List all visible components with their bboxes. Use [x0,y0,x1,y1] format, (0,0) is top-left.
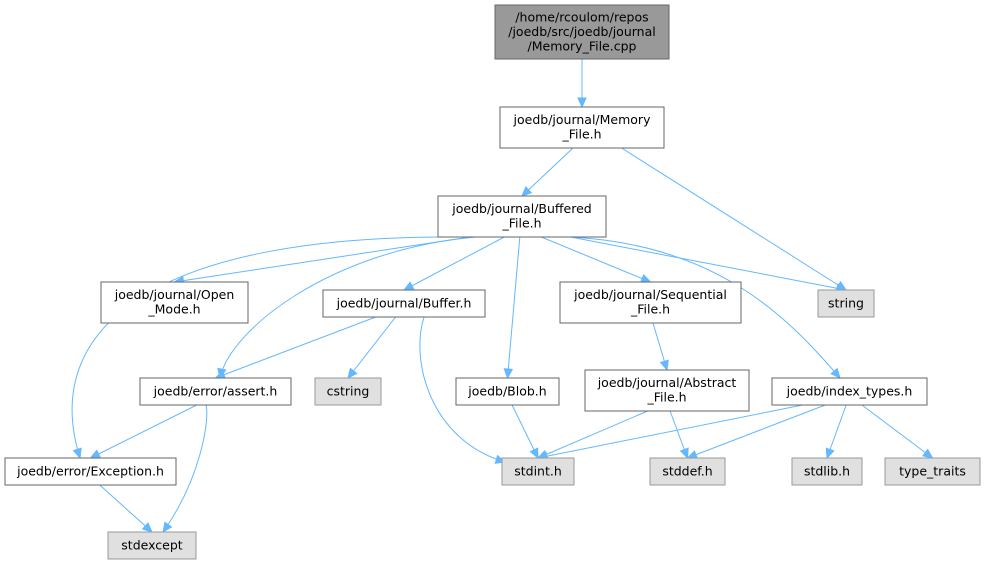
node-cstring: cstring [314,377,382,406]
node-stdlib-h-label-line: stdlib.h [804,463,850,478]
node-open-mode-h[interactable]: joedb/journal/Open_Mode.h [100,281,249,324]
node-abstract-file-h-label-line: _File.h [646,390,686,405]
node-open-mode-h-label-line: joedb/journal/Open [114,287,235,302]
node-exception-h-label-line: joedb/error/Exception.h [16,463,164,478]
node-memory-file-cpp-label-line: /Memory_File.cpp [528,38,637,53]
edges-layer [71,59,934,534]
node-assert-h-label-line: joedb/error/assert.h [153,383,278,398]
edge-buffered-file-h-to-open-mode-h [173,236,470,286]
node-type-traits-box [884,457,981,486]
node-exception-h-box [4,457,177,486]
node-sequential-file-h-box [559,281,742,324]
node-stdexcept-label-line: stdexcept [121,537,182,552]
node-buffered-file-h-box [437,195,607,238]
node-stddef-h-box [649,457,726,486]
node-buffer-h[interactable]: joedb/journal/Buffer.h [322,289,486,318]
node-assert-h-box [139,377,292,406]
node-blob-h[interactable]: joedb/Blob.h [455,377,560,406]
edge-abstract-file-h-to-stdint-h [536,410,648,459]
node-type-traits-label-line: type_traits [899,463,966,478]
node-memory-file-cpp-label-line: /home/rcoulom/repos [515,9,648,24]
node-blob-h-box [455,377,560,406]
node-memory-file-h[interactable]: joedb/journal/Memory_File.h [499,106,665,149]
node-buffered-file-h-label-line: joedb/journal/Buffered [451,201,591,216]
edge-buffered-file-h-to-blob-h [503,236,521,380]
edge-exception-h-to-stdexcept [99,484,153,533]
node-abstract-file-h-box [584,369,750,412]
node-sequential-file-h[interactable]: joedb/journal/Sequential_File.h [559,281,742,324]
node-abstract-file-h[interactable]: joedb/journal/Abstract_File.h [584,369,750,412]
edge-index-types-h-to-type-traits [861,404,934,459]
node-cstring-label-line: cstring [327,383,370,398]
node-stdint-h-label-line: stdint.h [514,463,562,478]
node-stdlib-h-box [791,457,863,486]
node-buffered-file-h[interactable]: joedb/journal/Buffered_File.h [437,195,607,238]
node-string: string [817,289,875,318]
edge-assert-h-to-stdexcept [162,404,208,534]
node-stdexcept: stdexcept [107,531,197,560]
edge-memory-file-h-to-buffered-file-h [521,147,574,197]
node-string-box [817,289,875,318]
node-memory-file-cpp-label-line: /joedb/src/joedb/journal [508,24,655,39]
node-memory-file-h-box [499,106,665,149]
node-string-label-line: string [828,295,864,310]
edge-assert-h-to-exception-h [89,404,197,459]
node-stdlib-h: stdlib.h [791,457,863,486]
node-sequential-file-h-label-line: joedb/journal/Sequential [573,287,727,302]
edge-memory-file-cpp-to-memory-file-h [577,59,587,109]
edge-index-types-h-to-stdlib-h [825,404,847,460]
edge-buffered-file-h-to-index-types-h [571,236,841,379]
edge-abstract-file-h-to-stddef-h [669,410,689,460]
node-index-types-h-box [771,377,928,406]
node-stdint-h: stdint.h [501,457,575,486]
nodes-layer: /home/rcoulom/repos/joedb/src/joedb/jour… [4,4,981,560]
node-buffered-file-h-label-line: _File.h [501,216,541,231]
node-type-traits: type_traits [884,457,981,486]
node-memory-file-cpp-box [494,4,670,60]
node-open-mode-h-label-line: _Mode.h [147,302,200,317]
node-index-types-h-label-line: joedb/index_types.h [786,383,913,398]
edge-buffered-file-h-to-sequential-file-h [541,236,652,283]
node-exception-h[interactable]: joedb/error/Exception.h [4,457,177,486]
node-index-types-h[interactable]: joedb/index_types.h [771,377,928,406]
node-abstract-file-h-label-line: joedb/journal/Abstract [597,375,737,390]
node-buffer-h-box [322,289,486,318]
node-memory-file-h-label-line: _File.h [561,127,601,142]
node-assert-h[interactable]: joedb/error/assert.h [139,377,292,406]
edge-buffered-file-h-to-exception-h [71,236,458,460]
edge-index-types-h-to-stddef-h [686,404,826,460]
node-stddef-h-label-line: stddef.h [662,463,712,478]
node-stdexcept-box [107,531,197,560]
edge-buffer-h-to-cstring [347,316,396,379]
node-memory-file-h-label-line: joedb/journal/Memory [513,112,652,127]
node-stddef-h: stddef.h [649,457,726,486]
node-buffer-h-label-line: joedb/journal/Buffer.h [336,295,472,310]
node-cstring-box [314,377,382,406]
node-memory-file-cpp[interactable]: /home/rcoulom/repos/joedb/src/joedb/jour… [494,4,670,60]
node-stdint-h-box [501,457,575,486]
node-sequential-file-h-label-line: _File.h [630,302,670,317]
edge-sequential-file-h-to-abstract-file-h [652,322,669,372]
node-blob-h-label-line: joedb/Blob.h [467,383,546,398]
node-open-mode-h-box [100,281,249,324]
edge-blob-h-to-stdint-h [511,404,539,460]
